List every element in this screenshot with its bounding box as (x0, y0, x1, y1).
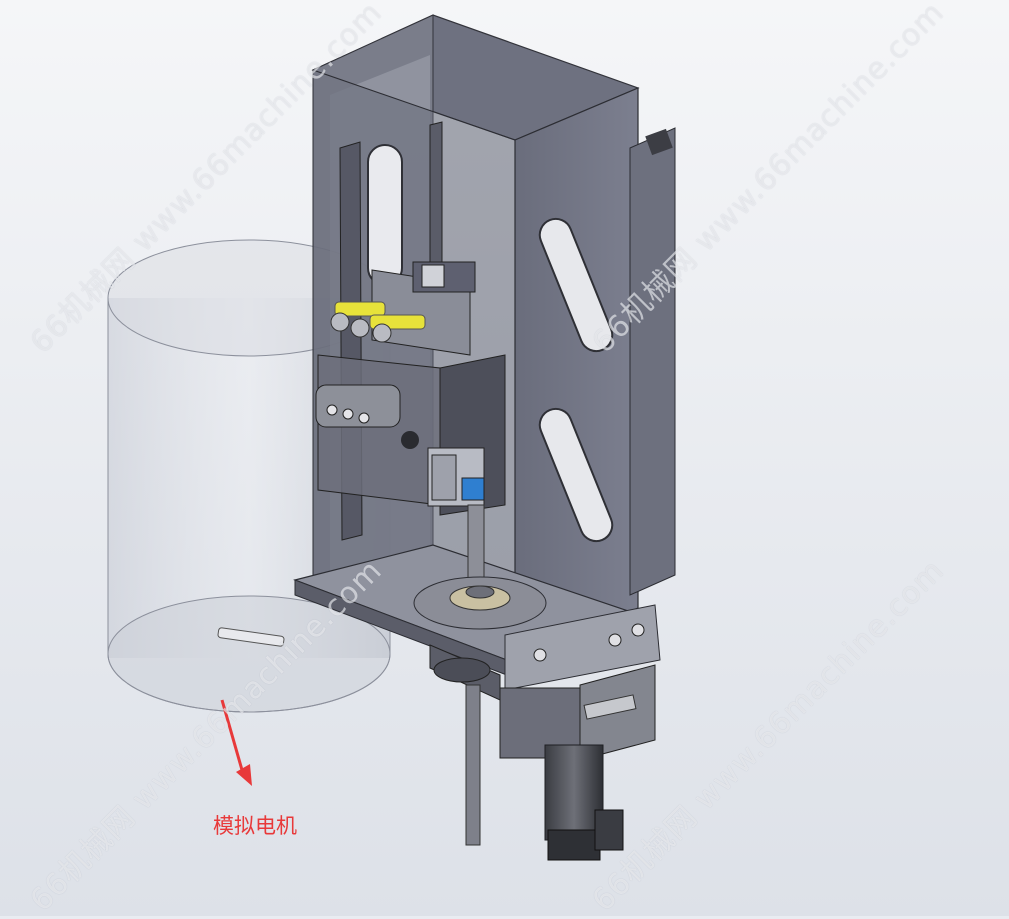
simulated-motor-label: 模拟电机 (213, 814, 297, 838)
callout-arrow (220, 699, 252, 786)
lift-mechanism (315, 261, 547, 630)
drive-assembly (429, 604, 661, 861)
